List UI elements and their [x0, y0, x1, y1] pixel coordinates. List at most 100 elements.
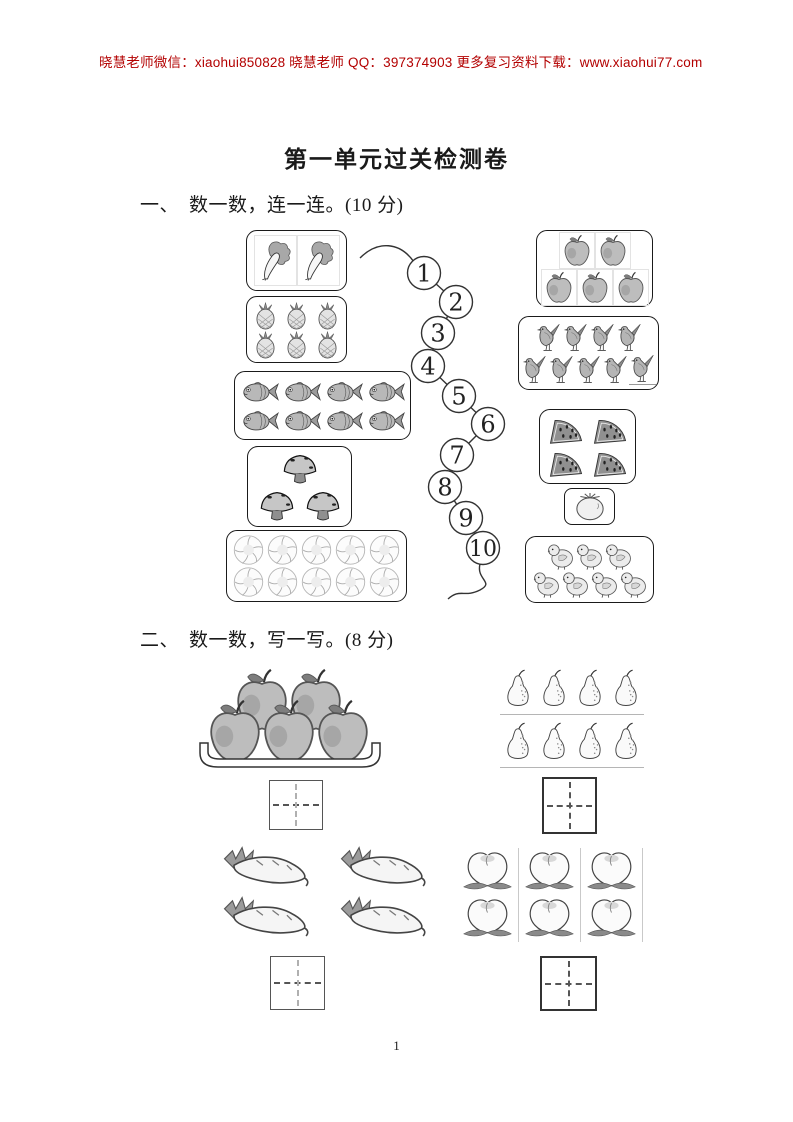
apple-icon [582, 271, 607, 303]
cabbage-icon [261, 241, 291, 282]
number-label: 2 [448, 289, 463, 317]
peach-icon [463, 899, 512, 937]
pineapple-cell [281, 330, 312, 359]
flower-cell [232, 534, 266, 566]
pear-cell [536, 664, 572, 715]
pineapple-icon [318, 330, 337, 358]
bird-icon [535, 323, 560, 351]
watermelon-icon [549, 419, 582, 444]
fish-cell [281, 377, 323, 406]
radish-cell [206, 845, 323, 895]
bird-cell [575, 354, 602, 385]
number-label: 5 [451, 383, 466, 411]
chick-icon [547, 543, 573, 570]
tail-line [447, 563, 487, 600]
count-box-mushrooms [247, 446, 352, 527]
bird-cell [521, 354, 548, 385]
pear-icon [615, 722, 637, 760]
icon-row [254, 487, 346, 524]
number-circle-1: 1 [406, 255, 442, 291]
pear-cell [572, 664, 608, 715]
bird-icon [562, 323, 587, 351]
header-contact-line: 晓慧老师微信：xiaohui850828 晓慧老师 QQ：397374903 更… [99, 55, 703, 70]
radish-icon [223, 896, 309, 937]
pear-group [497, 663, 647, 769]
bird-icon [630, 354, 654, 382]
pineapple-icon [287, 330, 306, 358]
writing-box-radishes [270, 956, 325, 1010]
watermelon-cell [588, 447, 632, 480]
plate-tray [199, 742, 381, 768]
icon-row [250, 330, 343, 359]
pineapple-icon [318, 301, 337, 329]
pineapple-icon [256, 330, 275, 358]
icon-row [535, 322, 643, 353]
chick-icon [561, 571, 588, 598]
pineapple-cell [312, 330, 343, 359]
pear-icon [507, 669, 529, 707]
flower-icon [233, 535, 264, 565]
peach-cell [519, 895, 581, 942]
icon-row [544, 414, 632, 447]
chick-cell [619, 570, 648, 598]
apple-cell [540, 268, 577, 306]
icon-row [558, 231, 631, 269]
icon-row [532, 570, 648, 598]
bird-icon [549, 355, 573, 383]
flower-icon [267, 567, 298, 597]
pear-cell [500, 664, 536, 715]
bird-cell [629, 353, 656, 385]
peach-cell [457, 848, 519, 895]
bird-icon [603, 355, 627, 383]
number-circle-5: 5 [441, 378, 477, 414]
peach-icon [463, 852, 512, 890]
flower-cell [266, 534, 300, 566]
icon-row [540, 268, 649, 306]
cabbage-cell [296, 235, 340, 286]
chick-icon [576, 543, 602, 570]
number-label: 6 [480, 411, 495, 439]
pear-cell [500, 717, 536, 768]
flower-icon [267, 535, 298, 565]
number-circle-9: 9 [448, 500, 484, 536]
bird-cell [562, 322, 589, 353]
number-label: 8 [437, 474, 452, 502]
icon-row [250, 301, 343, 330]
peach-cell [581, 895, 643, 942]
number-circle-3: 3 [420, 315, 456, 351]
number-label: 7 [449, 442, 464, 470]
pineapple-icon [287, 301, 306, 329]
chick-cell [575, 542, 604, 570]
mushroom-icon [283, 454, 316, 484]
fish-icon [284, 410, 320, 430]
apple-icon [600, 234, 625, 266]
mushroom-icon [260, 491, 293, 521]
watermelon-cell [544, 414, 588, 447]
writing-box-vguide [567, 961, 570, 1006]
count-box-cabbages [246, 230, 347, 291]
chick-cell [561, 570, 590, 598]
number-label: 3 [430, 320, 445, 348]
number-circle-6: 6 [470, 406, 506, 442]
bird-icon [589, 323, 614, 351]
icon-row [546, 542, 633, 570]
count-box-fish [234, 371, 411, 440]
number-label: 4 [420, 353, 435, 381]
fish-icon [242, 410, 278, 430]
apple-icon [564, 234, 589, 266]
flower-cell [266, 566, 300, 598]
peach-icon [525, 852, 574, 890]
apple-icon [618, 271, 643, 303]
writing-box-vguide [295, 784, 297, 826]
count-box-chicks [525, 536, 654, 603]
flower-icon [233, 567, 264, 597]
fish-cell [239, 377, 281, 406]
pear-icon [579, 669, 601, 707]
watermelon-icon [549, 452, 582, 477]
pineapple-cell [250, 330, 281, 359]
icon-row [521, 353, 656, 385]
pineapple-icon [256, 301, 275, 329]
radish-group [202, 845, 444, 945]
bird-icon [522, 355, 546, 383]
count-box-flowers [226, 530, 407, 602]
